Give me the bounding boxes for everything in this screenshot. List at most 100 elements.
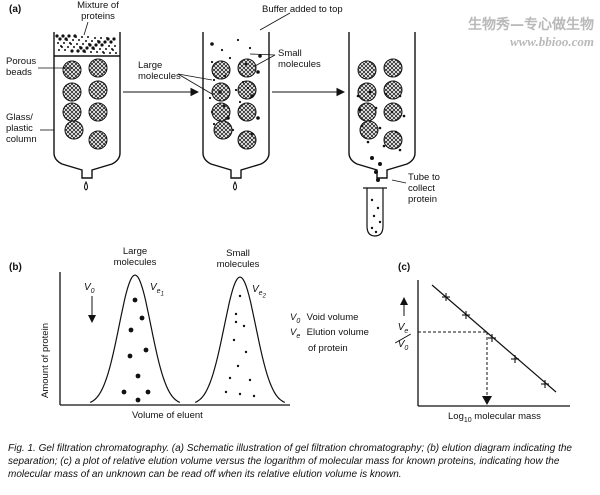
peak-dot	[234, 312, 238, 316]
label-small-b-l1: Small	[226, 248, 250, 259]
peak-dot	[238, 294, 242, 298]
protein-dot	[398, 94, 402, 98]
protein-dot	[114, 45, 116, 47]
protein-dot	[69, 42, 71, 44]
protein-dot	[100, 37, 102, 39]
protein-dot	[370, 198, 374, 202]
bead	[211, 60, 231, 80]
protein-dot	[210, 60, 214, 64]
protein-dot	[223, 74, 227, 78]
protein-dot	[250, 132, 254, 136]
c-ylabel-num-sub: e	[404, 328, 409, 335]
protein-molecules	[55, 34, 406, 234]
protein-dot	[111, 48, 113, 50]
known-protein-point	[442, 293, 450, 301]
label-tube-l2: collect	[408, 183, 435, 194]
peak-dot	[135, 397, 141, 403]
watermark: 生物秀—专心做生物 www.bbioo.com	[468, 14, 594, 50]
protein-dot	[78, 39, 80, 41]
protein-dot	[374, 230, 378, 234]
legend-v0-sub: 0	[296, 317, 301, 325]
label-large-a-l2: molecules	[138, 71, 181, 82]
panel-a-tag: (a)	[9, 4, 22, 15]
protein-dot	[91, 40, 93, 42]
peak-dot	[139, 315, 145, 321]
drop-1	[84, 180, 88, 191]
label-large-b-l2: molecules	[113, 257, 157, 268]
watermark-line2: www.bbioo.com	[509, 34, 594, 49]
label-buffer: Buffer added to top	[262, 4, 343, 15]
protein-dot	[378, 220, 382, 224]
protein-dot	[85, 46, 89, 50]
protein-dot	[58, 37, 62, 41]
protein-dot	[94, 37, 96, 39]
peak-dot	[228, 376, 232, 380]
protein-dot	[67, 34, 71, 38]
label-tube-l1: Tube to	[408, 172, 440, 183]
b-legend: V0 Void volume Ve Elution volume of prot…	[290, 312, 369, 354]
ve2-subsub: 2	[262, 293, 266, 300]
protein-dot	[67, 46, 69, 48]
label-porous-l2: beads	[6, 67, 32, 78]
protein-dot	[390, 110, 394, 114]
protein-dot	[228, 56, 232, 60]
peak-dot	[224, 390, 228, 394]
bead	[237, 102, 257, 122]
peak-dot	[244, 350, 248, 354]
peak-dot	[132, 297, 138, 303]
protein-dot	[55, 34, 59, 38]
peak-dot	[242, 324, 246, 328]
label-porous-l1: Porous	[6, 56, 37, 67]
legend-v0-text: Void volume	[306, 312, 359, 323]
label-small-b: Small molecules	[212, 248, 264, 270]
protein-dot	[61, 34, 65, 38]
label-mixture: Mixture of proteins	[70, 0, 126, 22]
ve1-sym: V	[150, 282, 157, 293]
bead	[237, 130, 257, 150]
protein-dot	[376, 178, 380, 182]
protein-dot	[402, 114, 406, 118]
elution-diagram-axes	[59, 272, 290, 406]
protein-dot	[226, 116, 230, 120]
label-small-b-l2: molecules	[216, 259, 260, 270]
c-ylabel-den-sym: V	[397, 339, 405, 350]
protein-dot	[356, 94, 360, 98]
protein-dot	[244, 62, 248, 66]
protein-dot	[87, 36, 89, 38]
protein-dot	[384, 92, 388, 96]
bead	[88, 130, 108, 150]
protein-dot	[64, 37, 68, 41]
bead	[383, 80, 403, 100]
protein-dot	[358, 108, 362, 112]
collection-tube	[363, 187, 387, 237]
bead	[383, 130, 403, 150]
column-2	[202, 32, 270, 179]
label-glass-l2: plastic	[6, 123, 33, 134]
label-small-a-l1: Small	[278, 48, 302, 59]
protein-dot	[360, 124, 364, 128]
protein-dot	[109, 52, 111, 54]
bead	[64, 120, 84, 140]
peak-dot	[248, 378, 252, 382]
protein-dot	[102, 51, 104, 53]
protein-dot	[256, 70, 260, 74]
bead	[62, 102, 82, 122]
column-3	[348, 32, 416, 179]
protein-dot	[73, 46, 75, 48]
ve1-label: Ve1	[150, 282, 164, 297]
protein-dot	[218, 90, 222, 94]
protein-dot	[378, 126, 382, 130]
peak-dots	[121, 294, 256, 403]
c-xlabel: Log10 molecular mass	[448, 411, 541, 426]
c-ylabel-den-sub: 0	[404, 345, 409, 352]
label-large-b: Large molecules	[110, 246, 160, 268]
protein-dot	[96, 51, 98, 53]
protein-dot	[105, 48, 107, 50]
protein-dot	[220, 48, 224, 52]
protein-dot	[241, 80, 245, 84]
protein-dot	[370, 156, 374, 160]
known-protein-point	[511, 355, 519, 363]
label-mixture-l1: Mixture of	[77, 0, 119, 11]
unknown-readoff	[418, 331, 492, 405]
drop-2	[233, 180, 237, 191]
